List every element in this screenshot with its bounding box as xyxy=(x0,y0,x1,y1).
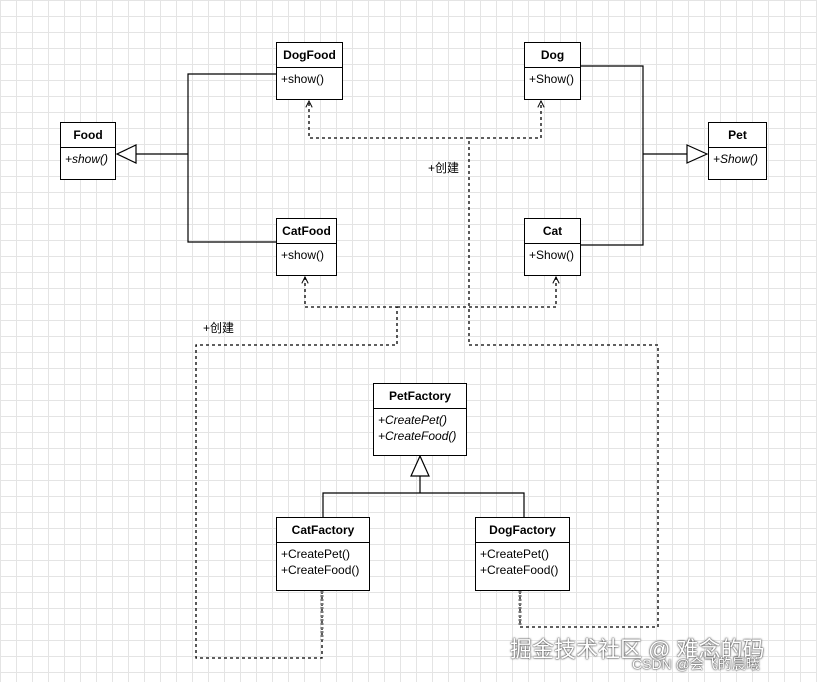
class-operation: +CreateFood() xyxy=(378,429,457,443)
factory-dependency-stubs xyxy=(320,591,522,640)
class-dog: Dog +Show() xyxy=(524,42,581,100)
class-petfactory: PetFactory +CreatePet() +CreateFood() xyxy=(373,383,467,456)
class-name: DogFactory xyxy=(476,518,569,543)
class-name: Pet xyxy=(709,123,766,148)
class-operation: +CreateFood() xyxy=(281,563,360,577)
class-name: Cat xyxy=(525,219,580,244)
class-operation: +show() xyxy=(65,152,109,166)
class-dogfood: DogFood +show() xyxy=(276,42,343,100)
class-name: CatFactory xyxy=(277,518,369,543)
class-operation: +CreatePet() xyxy=(480,547,550,561)
class-food: Food +show() xyxy=(60,122,116,180)
class-name: PetFactory xyxy=(374,384,466,409)
class-name: CatFood xyxy=(277,219,336,244)
class-operation: +CreateFood() xyxy=(480,563,559,577)
class-operation: +CreatePet() xyxy=(378,413,448,427)
factory-generalization xyxy=(322,454,525,517)
class-name: DogFood xyxy=(277,43,342,68)
watermark-juejin: 掘金技术社区 @ 难念的码 xyxy=(510,637,765,662)
class-operation: +CreatePet() xyxy=(281,547,351,561)
class-operation: +show() xyxy=(281,72,325,86)
class-pet: Pet +Show() xyxy=(708,122,767,180)
class-name: Dog xyxy=(525,43,580,68)
class-operation: +show() xyxy=(281,248,325,262)
class-dogfactory: DogFactory +CreatePet() +CreateFood() xyxy=(475,517,570,591)
create-label-dogfactory: +创建 xyxy=(428,161,460,175)
class-operation: +Show() xyxy=(529,72,575,86)
class-cat: Cat +Show() xyxy=(524,218,581,276)
class-operation: +Show() xyxy=(713,152,759,166)
dogfactory-create-dependency xyxy=(309,101,659,628)
class-operation: +Show() xyxy=(529,248,575,262)
class-catfactory: CatFactory +CreatePet() +CreateFood() xyxy=(276,517,370,591)
watermark-csdn: CSDN @会飞的晨曦 xyxy=(632,656,760,672)
catfactory-create-dependency xyxy=(195,277,556,659)
class-catfood: CatFood +show() xyxy=(276,218,337,276)
class-name: Food xyxy=(61,123,115,148)
create-label-catfactory: +创建 xyxy=(203,321,235,335)
pet-generalization xyxy=(581,65,709,246)
food-generalization xyxy=(115,73,276,243)
